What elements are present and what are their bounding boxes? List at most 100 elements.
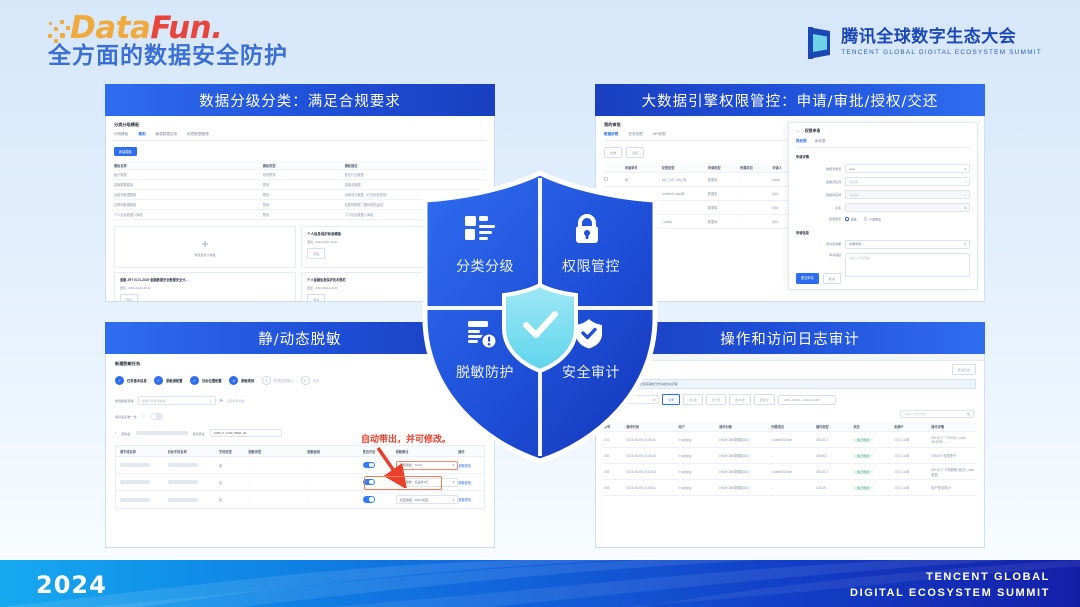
security-shield-graphic: 分类分级 权限管控 脱敏防护: [415, 168, 665, 466]
table-row[interactable]: 204 2021-06-08 13:48:41 v-szjfang Hive/C…: [604, 480, 976, 496]
validity-select[interactable]: 长期有效▾: [845, 239, 970, 249]
tab-0[interactable]: 数据权限: [604, 132, 619, 136]
chevron-down-icon: ▾: [452, 463, 455, 467]
table-row[interactable]: 量 - - 遮盖脱敏：遮盖前3位▾ 参数修改: [116, 474, 484, 491]
tencent-summit-logo: 腾讯全球数字生态大会 TENCENT GLOBAL DIGITAL ECOSYS…: [806, 26, 1042, 60]
target-table-input[interactable]: CDB_2_CVM_8825_02: [209, 429, 282, 437]
reject-button[interactable]: 驳回: [626, 147, 645, 158]
table-name-select[interactable]: ▾: [845, 203, 970, 212]
table-row[interactable]: 202 2021-06-08 14:08:10 v-szjfang Hive/C…: [604, 448, 976, 464]
filter-custom[interactable]: 自定义: [753, 394, 775, 405]
panel-audit: 操作和访问日志审计 审计日志 导出日志 日志最长保存180天，超出保存期的日志将…: [595, 322, 985, 548]
table-row[interactable]: 互联网数据模板 预设 互联网数据（国标规范建议）: [114, 200, 486, 210]
radio-view[interactable]: 查看: [845, 217, 857, 222]
tab-0[interactable]: 识别模板: [114, 132, 129, 136]
new-template-button[interactable]: 新建模板: [114, 147, 137, 156]
filter-today[interactable]: 今天: [662, 394, 681, 405]
add-card-label: 新建自定义模板: [194, 252, 216, 257]
status-badge: 执行成功: [853, 437, 874, 442]
step-1-dot[interactable]: ✓: [115, 376, 124, 385]
rules-table: 源字段名称 目标字段名称 字段类型 脱敏类型 脱敏级别 是否开启 脱敏算法 操作…: [115, 445, 485, 509]
drawer-tab-0[interactable]: 表权限: [795, 139, 807, 143]
chevron-down-icon: ▾: [964, 242, 966, 246]
submit-request-button[interactable]: 提交申请: [795, 273, 819, 284]
chevron-down-icon: ▾: [452, 497, 455, 502]
cell-time: 2021-06-08 14:36:31: [626, 437, 656, 442]
unique-toggle[interactable]: [150, 413, 164, 420]
audit-search-input[interactable]: 请输入关键词搜索 🔍: [900, 410, 974, 418]
export-log-button[interactable]: 导出日志: [951, 364, 976, 375]
step-2-label: 脱敏源配置: [166, 379, 183, 383]
search-icon[interactable]: 🔍: [966, 412, 970, 416]
template-card[interactable]: 金融 JRT 0171-2020 金融数据安全数据安全分... 更新：2021-…: [114, 272, 297, 301]
filter-7d[interactable]: 近7天: [706, 394, 727, 405]
datasource-name-select[interactable]: 请选择▾: [845, 177, 970, 186]
row-action[interactable]: 参数修改: [458, 480, 471, 485]
cell-desc: 个人信息数据入库检: [344, 213, 374, 217]
cell-ip: 10.0.1.188: [894, 469, 910, 474]
table-row[interactable]: 医疗数据 系统预设 医疗行业数据: [114, 170, 486, 180]
date-range-picker[interactable]: 2021-06-01 ~ 2021-06-08: [777, 394, 836, 405]
cancel-button[interactable]: 取消: [822, 273, 841, 284]
step-2-dot[interactable]: ✓: [154, 376, 164, 385]
tab-3[interactable]: 标签数据管理: [187, 132, 209, 136]
col-2: 模板描述: [344, 163, 358, 168]
cell-object: Hive/CDB/数据库001: [719, 454, 750, 458]
datasource-type-select[interactable]: Hive▾: [845, 164, 970, 173]
approve-button[interactable]: 批准: [604, 147, 623, 158]
tab-2[interactable]: API权限: [652, 132, 666, 136]
cell-user: fy40: [772, 191, 779, 196]
cell-project: -: [740, 219, 742, 224]
filter-30d[interactable]: 近30天: [729, 394, 751, 405]
table-row[interactable]: 203 2021-06-08 13:52:03 v-szjfang Hive/C…: [604, 464, 976, 480]
radio-export[interactable]: 下载导出: [863, 217, 881, 222]
reason-textarea[interactable]: 请输入申请理由: [845, 252, 970, 277]
rules-table-header: 源字段名称 目标字段名称 字段类型 脱敏类型 脱敏级别 是否开启 脱敏算法 操作: [116, 446, 484, 457]
cell-type: 数据库: [707, 206, 718, 210]
table-row[interactable]: 量 - - 加密脱敏：3DES加密▾ 参数修改: [116, 491, 484, 508]
step-3-label: 目标位置配置: [201, 379, 222, 383]
quadrant-label-classification: 分类分级: [456, 259, 514, 275]
filter-1d[interactable]: 近1天: [683, 394, 704, 405]
step-3-dot[interactable]: ✓: [189, 376, 199, 385]
database-name-select[interactable]: 请选择▾: [845, 190, 970, 199]
tab-2[interactable]: 敏感数据目录: [155, 132, 178, 136]
shield-svg: [422, 170, 658, 464]
rule-template-select[interactable]: 选择已有规则模板▾: [137, 396, 216, 405]
row-checkbox[interactable]: [604, 177, 608, 181]
row-toggle[interactable]: [362, 461, 375, 469]
step-6-dot[interactable]: 6: [300, 376, 310, 385]
refresh-icon[interactable]: ⟳: [219, 398, 223, 403]
algo-select[interactable]: 加密脱敏：3DES加密▾: [395, 495, 459, 504]
select-value: 遮盖脱敏：遮盖前3位: [399, 480, 429, 484]
step-4-dot[interactable]: 4: [229, 376, 239, 385]
cell-desc: 互联网数据（国标规范建议）: [344, 203, 387, 207]
row-toggle[interactable]: [362, 496, 375, 503]
drawer-tab-1[interactable]: 库权限: [814, 139, 826, 143]
app-tabs: 识别模板 规则 敏感数据目录 标签数据管理: [114, 132, 486, 141]
app-masking: 新建脱敏任务 ✓ 任务基本信息 › ✓ 脱敏源配置 › ✓ 目标位置配置 › 4…: [106, 354, 494, 547]
quadrant-label-masking: 脱敏防护: [456, 365, 514, 381]
field-label: 数据源类型: [826, 166, 842, 171]
cell-user: fy40: [772, 205, 779, 210]
row-action[interactable]: 参数修改: [458, 463, 471, 468]
footer-wave-decoration: [0, 560, 1080, 607]
field-label: 申请理由: [829, 252, 842, 257]
table-row[interactable]: 个人信息数据入库检 预设 个人信息数据入库检: [114, 210, 486, 220]
table-row[interactable]: 201 2021-06-08 14:36:31 v-szjfang Hive/C…: [604, 432, 976, 448]
row-action[interactable]: 参数修改: [458, 498, 471, 502]
col-3: 脱敏类型: [248, 449, 262, 454]
row-toggle[interactable]: [362, 478, 375, 486]
add-template-card[interactable]: + 新建自定义模板: [114, 226, 297, 268]
tab-1[interactable]: 任务权限: [628, 132, 643, 136]
cell-name: 医疗数据: [114, 173, 127, 177]
cell-name: 互联网数据模板: [114, 203, 137, 207]
table-row[interactable]: 量 - - 哈希脱敏：SHA1▾ 参数修改: [116, 457, 484, 474]
tab-1[interactable]: 规则: [138, 132, 146, 136]
help-icon[interactable]: ⓘ: [141, 414, 146, 418]
table-row[interactable]: 金融数据模板 预设 金融业数据: [114, 180, 486, 190]
back-arrow-icon[interactable]: ←: [795, 128, 801, 134]
step-5-dot[interactable]: 5: [261, 376, 271, 385]
table-row[interactable]: 运营商数据模板 预设 运营商业数据（行业标准规范）: [114, 190, 486, 200]
status-badge: 执行成功: [853, 485, 874, 490]
